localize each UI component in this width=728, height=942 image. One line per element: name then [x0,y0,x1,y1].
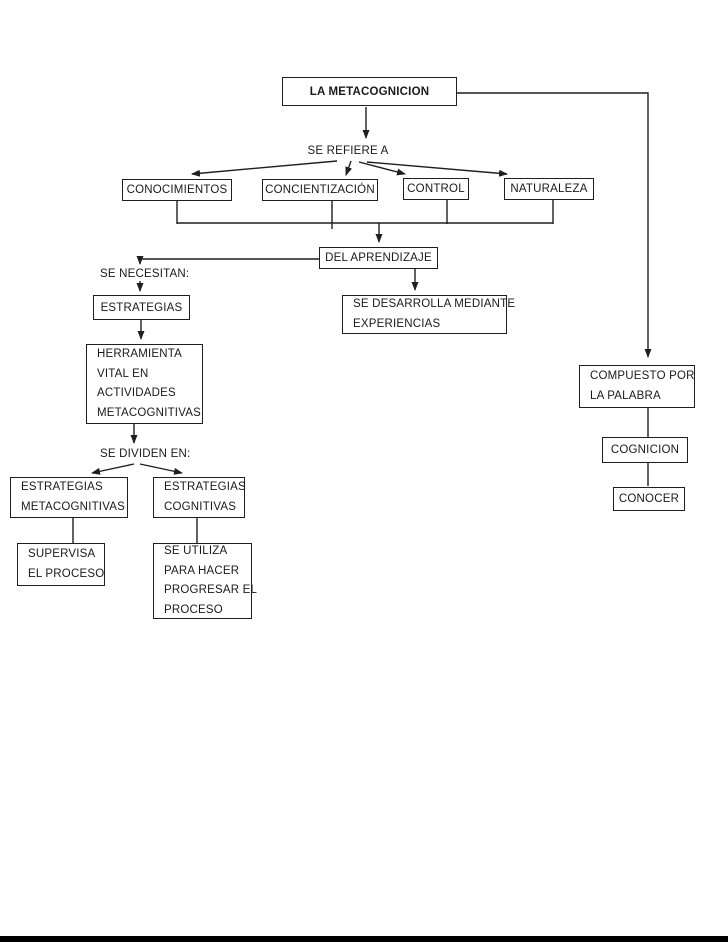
node-la-metacognicion: LA METACOGNICION [282,77,457,106]
node-conocimientos-label: CONOCIMIENTOS [126,184,228,196]
node-herramienta-line2: VITAL EN [97,367,149,380]
node-herramienta: HERRAMIENTA VITAL EN ACTIVIDADES METACOG… [86,344,203,424]
label-se-necesitan: SE NECESITAN: [100,268,190,280]
node-compuesto-por: COMPUESTO POR LA PALABRA [579,365,695,408]
node-la-metacognicion-label: LA METACOGNICION [309,85,430,98]
node-conocer-label: CONOCER [618,493,680,505]
node-herramienta-line3: ACTIVIDADES [97,387,176,399]
node-conocer: CONOCER [613,487,685,511]
node-se-utiliza-line1: SE UTILIZA [164,545,228,557]
node-se-utiliza: SE UTILIZA PARA HACER PROGRESAR EL PROCE… [153,543,258,619]
connector-se-dividen-to-cognitivas [139,463,183,475]
node-compuesto-por-line1: COMPUESTO POR [590,370,695,382]
node-control: CONTROL [403,178,469,200]
node-estrategias-label: ESTRATEGIAS [100,301,183,314]
node-se-desarrolla-line2: EXPERIENCIAS [353,317,441,330]
connector-se-dividen-to-metacognitivas [91,463,135,475]
node-concientizacion-label: CONCIENTIZACIÓN [265,184,375,196]
node-estrategias-cognitivas-line1: ESTRATEGIAS [164,481,246,493]
node-cognicion-label: COGNICION [610,444,680,456]
label-se-refiere-a: SE REFIERE A [307,145,389,157]
node-control-label: CONTROL [407,183,465,195]
node-cognicion: COGNICION [602,437,688,463]
node-supervisa-line1: SUPERVISA [28,548,96,560]
node-herramienta-line4: METACOGNITIVAS [97,406,201,419]
node-estrategias-metacognitivas: ESTRATEGIAS METACOGNITIVAS [10,477,128,518]
node-supervisa-line2: EL PROCESO [28,567,105,580]
connector-del-aprendizaje-to-se-necesitan [136,256,319,265]
connector-se-refiere-to-conocimientos [191,160,338,177]
node-naturaleza: NATURALEZA [504,178,594,200]
node-estrategias-cognitivas-line2: COGNITIVAS [164,500,237,513]
node-se-utiliza-line2: PARA HACER [164,564,240,577]
node-se-utiliza-line3: PROGRESAR EL [164,584,258,596]
node-concientizacion: CONCIENTIZACIÓN [262,179,378,201]
node-estrategias: ESTRATEGIAS [93,295,190,320]
node-herramienta-line1: HERRAMIENTA [97,348,183,360]
connector-se-refiere-to-concientizacion [345,160,352,176]
node-conocimientos: CONOCIMIENTOS [122,179,232,201]
node-estrategias-cognitivas: ESTRATEGIAS COGNITIVAS [153,477,246,518]
node-se-desarrolla-line1: SE DESARROLLA MEDIANTE [353,298,516,310]
node-naturaleza-label: NATURALEZA [510,183,588,195]
node-estrategias-metacognitivas-line1: ESTRATEGIAS [21,481,103,493]
node-estrategias-metacognitivas-line2: METACOGNITIVAS [21,500,125,513]
label-se-dividen-en: SE DIVIDEN EN: [100,448,191,460]
node-supervisa: SUPERVISA EL PROCESO [17,543,105,586]
connector-se-refiere-to-control [358,161,406,176]
node-compuesto-por-line2: LA PALABRA [590,389,661,402]
node-del-aprendizaje-label: DEL APRENDIZAJE [325,252,432,264]
node-se-utiliza-line4: PROCESO [164,603,223,616]
node-se-desarrolla: SE DESARROLLA MEDIANTE EXPERIENCIAS [342,295,516,334]
connector-se-refiere-to-naturaleza [366,161,508,177]
page-bottom-bar [0,936,728,942]
node-del-aprendizaje: DEL APRENDIZAJE [319,247,438,269]
